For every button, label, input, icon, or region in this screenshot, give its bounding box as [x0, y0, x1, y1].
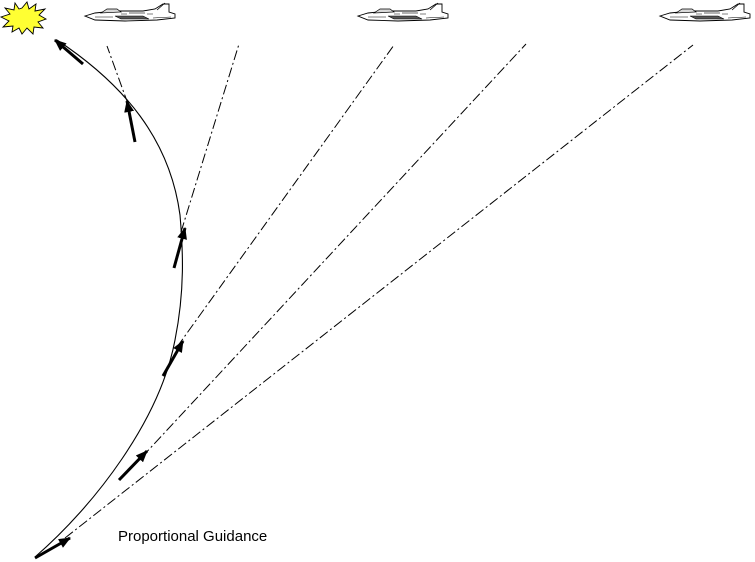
missile-heading-arrow	[172, 227, 187, 269]
diagram-caption: Proportional Guidance	[118, 528, 268, 545]
missile-heading-arrow	[34, 536, 71, 560]
line-of-sight	[176, 44, 395, 348]
fighter-jet-icon	[659, 2, 751, 22]
line-of-sight	[64, 44, 694, 539]
fighter-jet-icon	[357, 2, 449, 22]
line-of-sight	[180, 43, 240, 233]
missile-trajectory	[34, 39, 183, 558]
explosion-burst-icon	[0, 1, 48, 35]
missile-heading-arrow	[161, 340, 185, 377]
fighter-jet-icon	[84, 2, 176, 22]
missile-heading-arrow	[117, 449, 149, 482]
line-of-sight	[106, 45, 129, 105]
missile-heading-arrow	[54, 38, 84, 66]
missile-heading-arrow	[124, 100, 137, 143]
line-of-sight	[141, 43, 527, 458]
